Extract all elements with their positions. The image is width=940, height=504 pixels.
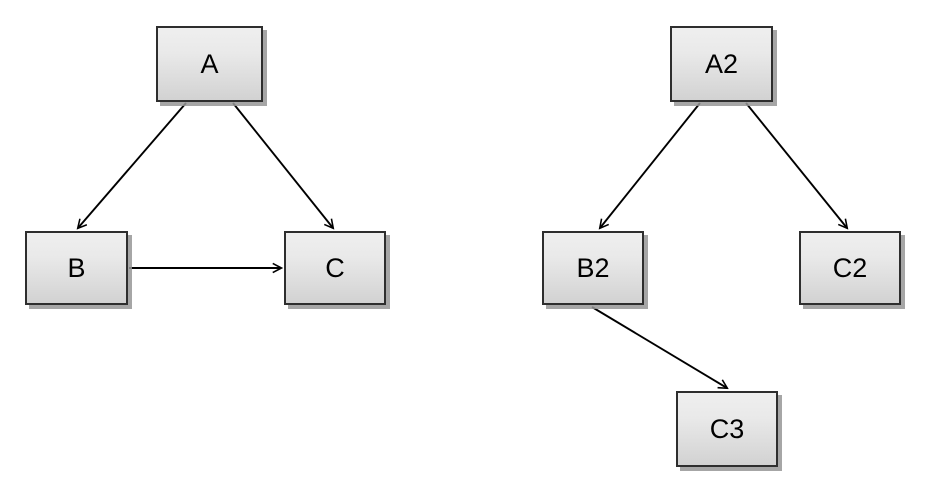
- node-a[interactable]: A: [156, 26, 263, 102]
- node-label: C2: [832, 252, 868, 283]
- node-label: A: [200, 48, 219, 79]
- node-label: C3: [709, 413, 745, 444]
- node-b[interactable]: B: [25, 231, 128, 305]
- node-label: C: [325, 252, 345, 283]
- edges-group: [78, 102, 847, 388]
- node-label: B2: [576, 252, 610, 283]
- node-c2[interactable]: C2: [799, 231, 901, 305]
- node-label: B: [67, 252, 86, 283]
- edge-b2-c3: [591, 306, 727, 388]
- node-label: A2: [704, 48, 739, 79]
- edge-a-c: [232, 102, 333, 228]
- edge-a2-c2: [745, 102, 847, 228]
- node-c3[interactable]: C3: [676, 391, 778, 467]
- node-b2[interactable]: B2: [542, 231, 644, 305]
- edge-a2-b2: [600, 102, 701, 228]
- node-c[interactable]: C: [284, 231, 386, 305]
- node-a2[interactable]: A2: [670, 26, 773, 102]
- edge-a-b: [78, 102, 187, 228]
